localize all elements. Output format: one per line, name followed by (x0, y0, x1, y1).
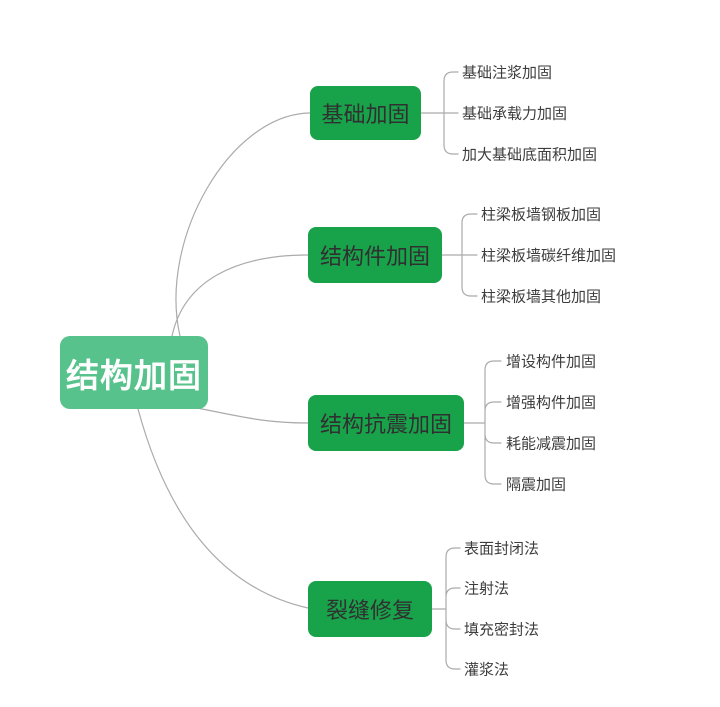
curve-root-to-branch-1 (175, 112, 311, 337)
bracket-branch-2 (441, 213, 478, 297)
bracket-branch-4 (431, 547, 461, 670)
leaf-node[interactable]: 基础注浆加固 (462, 64, 553, 82)
leaf-node[interactable]: 注射法 (464, 580, 510, 598)
branch-node-crack-repair[interactable]: 裂缝修复 (308, 581, 432, 637)
leaf-node[interactable]: 柱梁板墙钢板加固 (481, 206, 602, 224)
leaf-node[interactable]: 灌浆法 (464, 661, 510, 679)
leaf-node[interactable]: 增设构件加固 (506, 353, 597, 371)
branch-node-seismic[interactable]: 结构抗震加固 (308, 395, 464, 451)
leaf-node[interactable]: 耗能减震加固 (506, 435, 597, 453)
leaf-node[interactable]: 表面封闭法 (464, 540, 540, 558)
branch-node-structural-members[interactable]: 结构件加固 (308, 227, 442, 283)
bracket-branch-3 (463, 360, 502, 485)
leaf-node[interactable]: 增强构件加固 (506, 394, 597, 412)
root-node[interactable]: 结构加固 (60, 336, 208, 409)
curve-root-to-branch-2 (171, 254, 309, 337)
leaf-node[interactable]: 加大基础底面积加固 (462, 146, 598, 164)
leaf-node[interactable]: 隔震加固 (506, 476, 567, 494)
branch-node-foundation[interactable]: 基础加固 (310, 86, 421, 140)
curve-root-to-branch-4 (137, 408, 309, 609)
leaf-node[interactable]: 基础承载力加固 (462, 105, 568, 123)
leaf-node[interactable]: 填充密封法 (464, 621, 540, 639)
leaf-node[interactable]: 柱梁板墙其他加固 (481, 288, 602, 306)
leaf-node[interactable]: 柱梁板墙碳纤维加固 (481, 247, 617, 265)
bracket-branch-1 (420, 71, 459, 155)
curve-root-to-branch-3 (196, 407, 309, 424)
